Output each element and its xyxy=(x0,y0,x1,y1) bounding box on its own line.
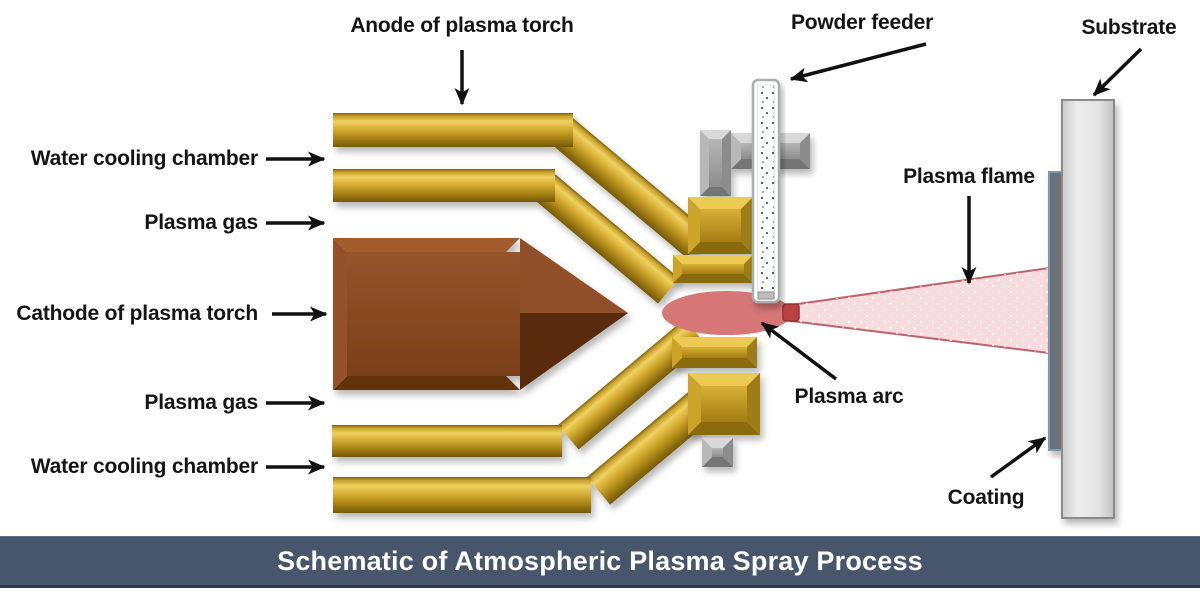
anode-lower-bars xyxy=(332,318,729,513)
anode-bar2-horizontal xyxy=(333,169,555,202)
diagram-title: Schematic of Atmospheric Plasma Spray Pr… xyxy=(277,546,923,576)
nozzle-gray-block xyxy=(702,438,733,467)
anode-bar1-horizontal xyxy=(333,113,573,147)
label-plasma-arc: Plasma arc xyxy=(794,385,904,408)
anode-upper-bars xyxy=(333,113,709,304)
substrate-group xyxy=(1048,99,1115,519)
flame-origin xyxy=(782,303,800,322)
label-substrate: Substrate xyxy=(1081,16,1177,39)
anode-bar4-horizontal xyxy=(333,477,591,513)
label-water-cooling-top: Water cooling chamber xyxy=(30,147,258,170)
cathode-tip-upper xyxy=(520,238,628,313)
arrow-coating xyxy=(989,436,1047,479)
label-powder-feeder: Powder feeder xyxy=(790,11,934,34)
nozzle-block-top-square xyxy=(688,197,753,254)
title-bar: Schematic of Atmospheric Plasma Spray Pr… xyxy=(0,536,1200,588)
anode-bar3-horizontal xyxy=(332,425,562,457)
arrow-plasma-arc xyxy=(760,321,838,381)
label-plasma-flame: Plasma flame xyxy=(903,165,1035,188)
label-coating: Coating xyxy=(947,486,1025,509)
anode-bar2-diagonal xyxy=(527,169,680,304)
powder-feeder-tube xyxy=(751,78,781,304)
coating-layer xyxy=(1048,171,1064,451)
anode-bar1-diagonal xyxy=(545,113,709,258)
bracket-horizontal-bar xyxy=(731,133,810,169)
cathode-tip-lower xyxy=(520,313,628,390)
nozzle-block-bottom-flat xyxy=(672,337,757,368)
label-anode: Anode of plasma torch xyxy=(350,14,574,37)
plasma-flame-shape xyxy=(782,266,1050,355)
label-plasma-gas-bottom: Plasma gas xyxy=(144,391,258,414)
arrow-powder-feeder xyxy=(789,42,927,83)
arrow-substrate xyxy=(1092,47,1143,97)
anode-bar3-diagonal xyxy=(558,318,705,450)
feeder-bottom-cap xyxy=(757,291,775,300)
label-cathode: Cathode of plasma torch xyxy=(16,302,258,325)
substrate-plate xyxy=(1061,99,1115,519)
nozzle-block-top-flat xyxy=(673,255,753,283)
nozzle-blocks xyxy=(672,197,760,467)
label-plasma-gas-top: Plasma gas xyxy=(144,211,258,234)
cathode xyxy=(333,238,628,390)
label-water-cooling-bottom: Water cooling chamber xyxy=(30,455,258,478)
bracket-vertical-block xyxy=(700,130,731,196)
annotation-arrows xyxy=(266,42,1143,479)
feeder-bracket xyxy=(700,130,810,196)
nozzle-block-bottom-square xyxy=(688,373,760,435)
